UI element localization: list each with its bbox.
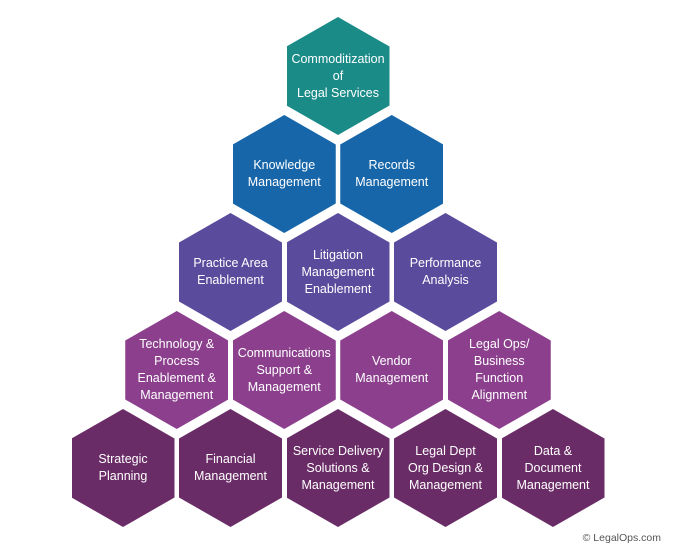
hexagon-label: Records Management [355,158,429,189]
hexagon-label: Data & Document Management [516,443,590,492]
hexagon-2-1: Litigation Management Enablement [286,213,390,331]
hexagon-label: Practice Area Enablement [193,256,268,287]
hexagon-label: Performance Analysis [409,256,482,287]
hexagon-4-1: Financial Management [179,409,282,527]
hexagon-0-0: Commoditization of Legal Services [286,17,390,135]
hexagon-1-1: Records Management [340,115,444,233]
hexagon-3-0: Technology & Process Enablement & Manage… [125,311,229,429]
hexagon-label: Commoditization of Legal Services [291,51,385,100]
hexagon-label: Vendor Management [355,354,429,385]
hexagon-1-0: Knowledge Management [232,115,336,233]
hexagon-3-3: Legal Ops/ Business Function Alignment [447,311,551,429]
hexagon-label: Legal Ops/ Business Function Alignment [469,337,530,402]
hexagon-label: Technology & Process Enablement & Manage… [137,337,217,402]
hexagon-label: Communications Support & Management [237,345,331,394]
hexagon-label: Knowledge Management [247,158,321,189]
hexagon-label: Litigation Management Enablement [301,247,375,296]
hexagon-label: Service Delivery Solutions & Management [292,443,384,492]
hexagon-4-2: Service Delivery Solutions & Management [286,409,390,527]
hexagon-label: Legal Dept Org Design & Management [407,443,484,492]
hexagon-3-1: Communications Support & Management [232,311,336,429]
hexagon-4-0: Strategic Planning [71,409,175,527]
hexagon-label: Strategic Planning [98,452,148,483]
hexagon-label: Financial Management [194,452,267,483]
hexagon-4-4: Data & Document Management [501,409,605,527]
hexagon-2-0: Practice Area Enablement [179,213,282,331]
hexagon-3-2: Vendor Management [340,311,444,429]
hexagon-2-2: Performance Analysis [394,213,497,331]
copyright-text: © LegalOps.com [582,532,661,544]
hexagon-4-3: Legal Dept Org Design & Management [394,409,497,527]
